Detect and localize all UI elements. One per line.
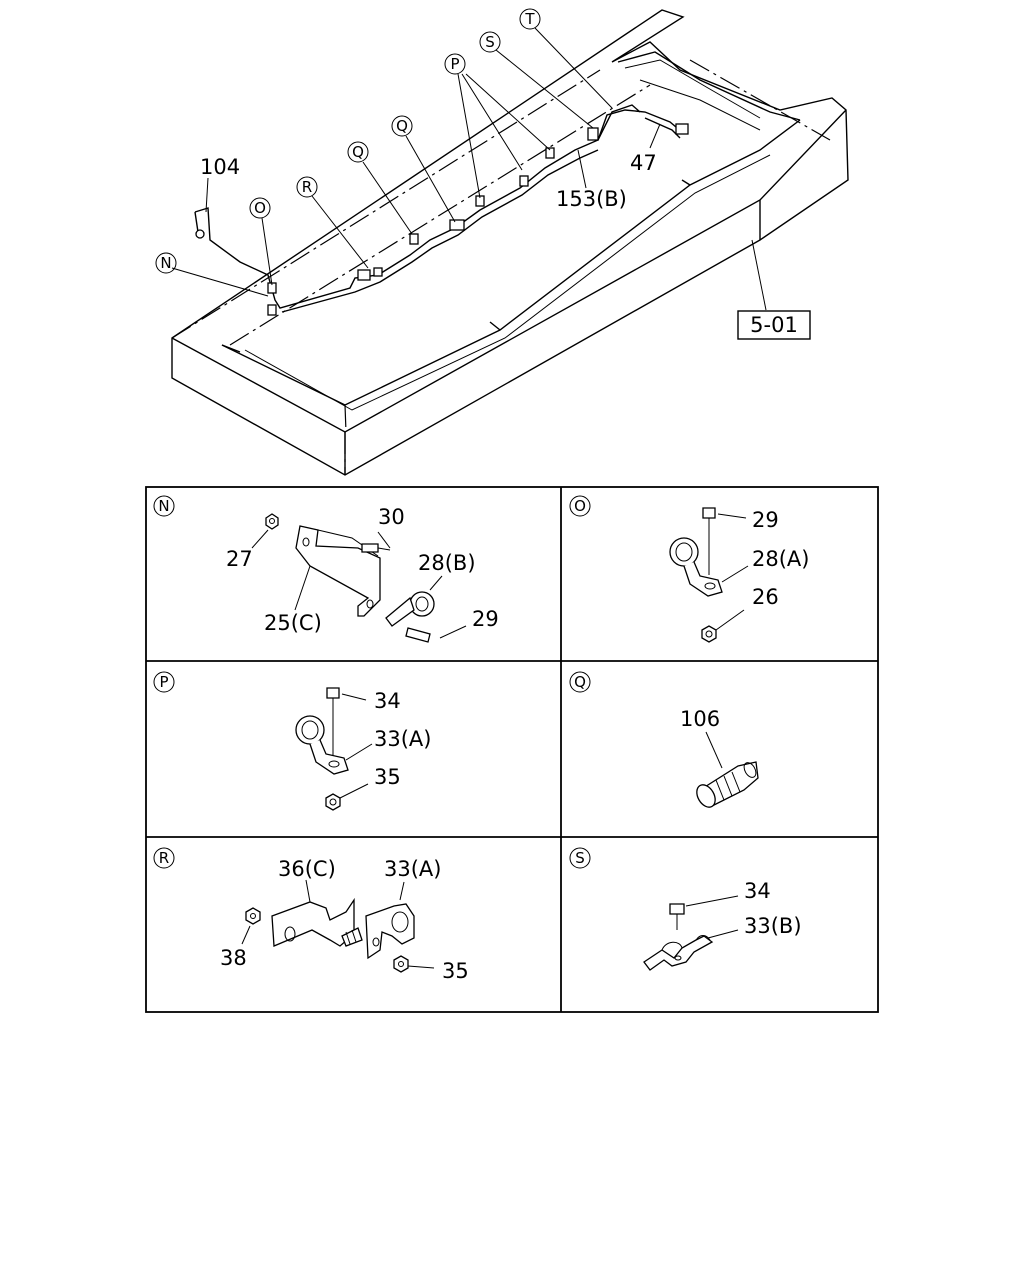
connector-106 [696,761,759,808]
label-29: 29 [752,508,779,532]
label-153b: 153(B) [556,187,627,211]
label-47: 47 [630,151,657,175]
svg-text:N: N [160,254,171,272]
label-104: 104 [200,155,240,179]
callout-N: N [155,252,177,274]
svg-text:N: N [158,497,169,515]
svg-text:Q: Q [352,143,364,161]
label-36c: 36(C) [278,857,336,881]
label-38: 38 [220,946,247,970]
svg-text:O: O [574,497,586,515]
svg-text:P: P [450,55,459,73]
label-33a: 33(A) [374,727,431,751]
label-28a: 28(A) [752,547,809,571]
chassis-frame-view: N O R Q Q P S T 104 153(B [155,8,849,476]
detail-panel-N: N 27 30 28(B) 25(C) 29 [153,495,499,643]
detail-panel-S: S 34 33(B) [569,847,802,971]
label-106: 106 [680,707,720,731]
callout-O: O [249,197,271,219]
reference-5-01[interactable]: 5-01 [750,313,798,337]
svg-text:R: R [159,849,169,867]
svg-text:Q: Q [396,117,408,135]
detail-panel-R: R 36(C) 33(A) 38 35 [153,847,469,983]
svg-text:R: R [302,178,312,196]
detail-grid [145,486,879,1013]
detail-panel-O: O 29 28(A) 26 [569,495,809,643]
svg-text:Q: Q [574,673,586,691]
svg-text:S: S [485,33,495,51]
callout-T: T [519,8,541,30]
label-34: 34 [374,689,401,713]
callout-Q-first: Q [347,141,369,163]
svg-text:P: P [159,673,168,691]
callout-S: S [479,31,501,53]
label-28b: 28(B) [418,551,476,575]
callout-R: R [296,176,318,198]
detail-panel-Q: Q 106 [569,671,759,808]
detail-panel-P: P 34 33(A) 35 [153,671,431,811]
label-33a: 33(A) [384,857,441,881]
label-26: 26 [752,585,779,609]
svg-text:S: S [575,849,585,867]
label-27: 27 [226,547,253,571]
callout-Q-second: Q [391,115,413,137]
svg-text:O: O [254,199,266,217]
reference-box [737,310,811,340]
label-25c: 25(C) [264,611,322,635]
callout-P: P [444,53,466,75]
label-30: 30 [378,505,405,529]
label-29: 29 [472,607,499,631]
label-35: 35 [374,765,401,789]
label-33b: 33(B) [744,914,802,938]
label-35: 35 [442,959,469,983]
svg-text:T: T [524,10,535,28]
label-34: 34 [744,879,771,903]
